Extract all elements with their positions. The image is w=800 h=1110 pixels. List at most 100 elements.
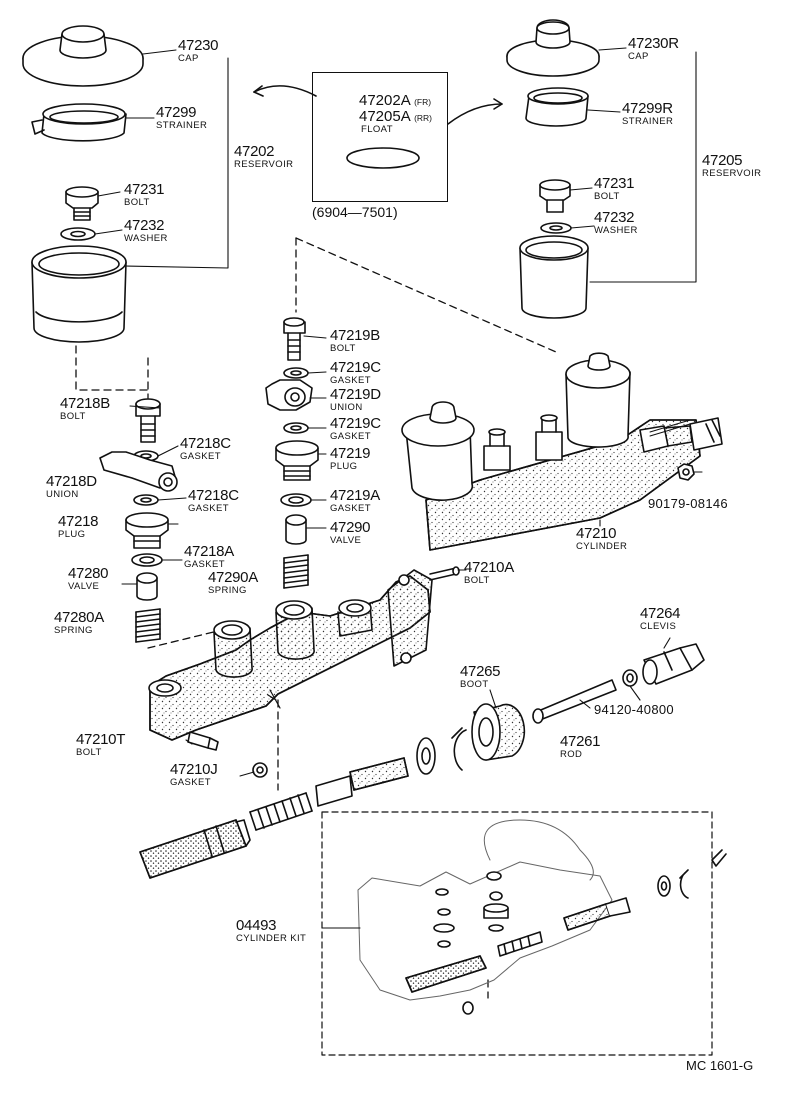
code-90179: 90179-08146 [648,496,728,511]
part-number: 47261 [560,733,601,750]
part-name: BOLT [330,343,356,354]
gasket-47219a [280,493,312,507]
part-name: STRAINER [156,120,208,131]
bolt-47218b [135,398,161,443]
date-range: (6904—7501) [312,204,398,220]
part-number: 47230R [628,35,679,52]
float-box: 47202A (FR) 47205A (RR) FLOAT [312,72,448,202]
gasket-47219c-lower [283,422,309,434]
assembled-cylinder [401,352,723,551]
part-name: CAP [178,53,199,64]
part-number: 47231 [594,175,635,192]
gasket-47219c-upper [283,367,309,379]
part-name: CYLINDER [576,541,628,552]
spring-main [249,792,313,831]
part-name: CLEVIS [640,621,677,632]
part-name: SPRING [54,625,93,636]
part-number: 47218A [184,543,234,560]
part-name: CYLINDER KIT [236,933,307,944]
part-number: 47290 [330,519,371,536]
piston-primary [315,757,409,807]
part-number: 47210J [170,761,218,778]
part-number: 47218C [188,487,239,504]
part-number: 47290A [208,569,258,586]
reservoir-right [519,235,589,319]
part-name: BOLT [464,575,490,586]
label-47230: 47230 CAP [178,37,219,64]
part-name: STRAINER [622,116,674,127]
part-name: RESERVOIR [234,159,294,170]
part-name: BOLT [124,197,150,208]
reservoir-left [31,245,127,343]
part-name: RESERVOIR [702,168,762,179]
label-47218c-lower: 47218C GASKET [188,488,239,514]
dashed-guides [75,237,557,999]
label-47210: 47210 CYLINDER [576,526,627,552]
part-number: 04493 [236,917,277,934]
plug-47218 [125,512,169,549]
strainer-left [31,103,127,142]
label-47202: 47202 RESERVOIR [234,144,293,170]
part-name: SPRING [208,585,247,596]
part-name: WASHER [124,233,168,244]
washer-left [60,227,96,241]
nut-94120 [622,669,638,687]
part-number: 47219D [330,386,381,403]
label-47218a: 47218A GASKET [184,544,234,570]
piston-secondary [139,819,251,879]
bolt-right [539,179,571,213]
label-47205: 47205 RESERVOIR [702,153,761,179]
label-47299: 47299 STRAINER [156,105,207,131]
bolt-47210a [429,566,460,581]
part-name: VALVE [68,581,100,592]
part-name: UNION [46,489,79,500]
part-name: GASKET [188,503,229,514]
part-name: GASKET [180,451,221,462]
boot-47265 [471,703,526,761]
label-47219c-lower: 47219C GASKET [330,416,381,442]
washer-large [416,737,436,775]
label-47264: 47264 CLEVIS [640,605,681,632]
part-name: BOLT [60,411,86,422]
label-04493: 04493 CYLINDER KIT [236,918,306,944]
label-47280a: 47280A SPRING [54,610,104,636]
valve-47280 [136,572,158,601]
part-name: PLUG [58,529,86,540]
cap-left [22,25,144,87]
label-47232-left: 47232 WASHER [124,218,168,244]
part-number: 47210A [464,559,514,576]
part-number: 47264 [640,605,681,622]
label-47218d: 47218D UNION [46,474,97,500]
part-number: 47230 [178,37,219,54]
bolt-47210t [187,731,219,751]
label-47210t: 47210T BOLT [76,732,125,758]
part-number: 47280A [54,609,104,626]
nut-90179 [677,463,695,481]
bolt-47219b [283,317,306,361]
part-number: 47265 [460,663,501,680]
float-tag-fr: (FR) [414,97,432,107]
gasket-47218c-lower [133,494,159,506]
part-number: 47210 [576,525,617,542]
bolt-left [65,186,99,221]
label-47290a: 47290A SPRING [208,570,258,596]
kit-parts [405,849,727,1015]
code-94120: 94120-40800 [594,702,674,717]
label-47218c-upper: 47218C GASKET [180,436,231,462]
gasket-47218a [131,553,163,567]
part-number: 47218D [46,473,97,490]
part-name: ROD [560,749,583,760]
float-name: FLOAT [361,124,393,135]
part-name: UNION [330,402,363,413]
label-47265: 47265 BOOT [460,663,501,690]
label-47230r: 47230R CAP [628,36,679,62]
label-47232-right: 47232 WASHER [594,210,638,236]
part-number: 47205 [702,152,743,169]
label-47219c-upper: 47219C GASKET [330,360,381,386]
gasket-47210j [252,762,268,778]
part-number: 47219 [330,445,371,462]
part-number: 47218 [58,513,99,530]
label-47218: 47218 PLUG [58,513,99,540]
part-number: 47232 [124,217,165,234]
